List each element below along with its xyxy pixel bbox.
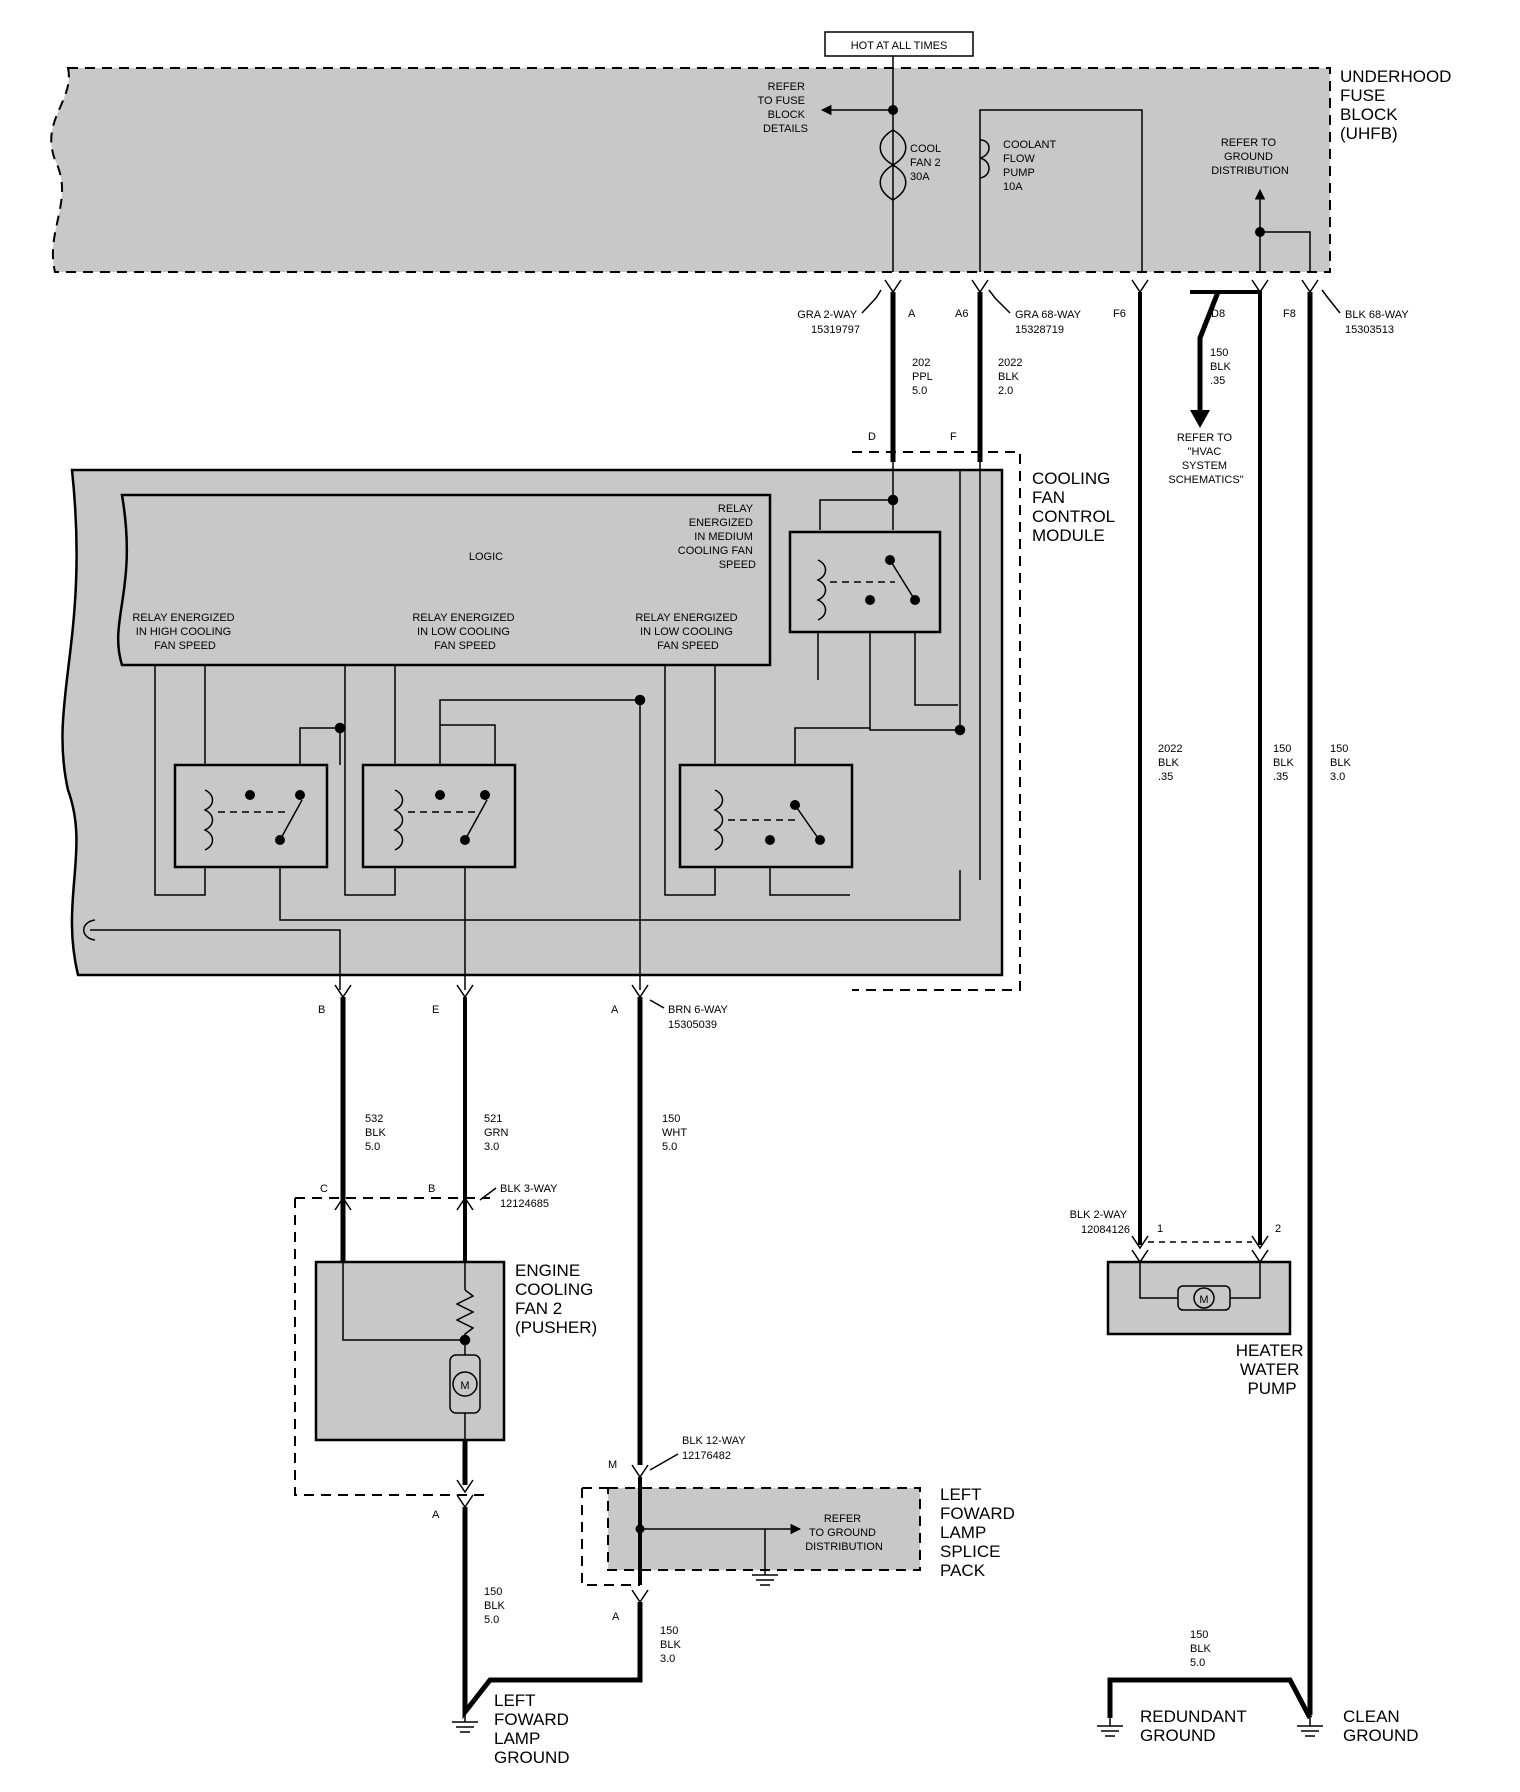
refer-ground-distribution-uhfb: REFER TO GROUND DISTRIBUTION: [1211, 137, 1289, 177]
pin-b-fan: B: [428, 1183, 435, 1195]
module-bottom-connector-chevrons: [334, 984, 649, 999]
pin-2-heater: 2: [1275, 1223, 1281, 1235]
pin-m-splice: M: [608, 1459, 617, 1471]
cfcm-label: COOLING FAN CONTROL MODULE: [1032, 469, 1119, 545]
wire-label-150f: 150 BLK 5.0: [1190, 1629, 1214, 1669]
cool-fan-2-fuse-label: COOL FAN 2 30A: [910, 143, 944, 183]
blk-2-way-connector: BLK 2-WAY 12084126: [1070, 1209, 1130, 1236]
clean-ground-label: CLEAN GROUND: [1343, 1707, 1419, 1745]
redundant-ground-label: REDUNDANT GROUND: [1140, 1707, 1251, 1745]
pin-a-splice: A: [612, 1611, 620, 1623]
pin-d8: D8: [1211, 308, 1225, 320]
left-lamp-ground-icon: [452, 1721, 478, 1733]
logic-label: LOGIC: [469, 551, 503, 563]
refer-ground-distribution-splice: REFER TO GROUND DISTRIBUTION: [805, 1513, 883, 1553]
wire-150-blk-hvac: [1197, 291, 1221, 415]
pin-f: F: [950, 431, 957, 443]
redundant-ground-icon: [1097, 1725, 1123, 1737]
pin-d: D: [868, 431, 876, 443]
wire-label-150-hvac: 150 BLK .35: [1210, 347, 1234, 387]
coolant-flow-pump-fuse-label: COOLANT FLOW PUMP 10A: [1003, 139, 1059, 193]
pin-f8: F8: [1283, 308, 1296, 320]
pin-a-module: A: [611, 1004, 619, 1016]
wire-label-202: 202 PPL 5.0: [912, 357, 935, 397]
wire-label-150b: 150 BLK .35: [1273, 743, 1297, 783]
cfcm-dashed-boundary: [852, 451, 1021, 991]
relay-low-label-1: RELAY ENERGIZED IN LOW COOLING FAN SPEED: [412, 612, 517, 652]
pin-e-module: E: [432, 1004, 439, 1016]
underhood-fuse-block: [50, 67, 1331, 273]
wire-label-2022a: 2022 BLK 2.0: [998, 357, 1026, 397]
wire-label-150-e: 150 BLK 3.0: [660, 1625, 684, 1665]
coolant-flow-pump-fuse-icon: [979, 139, 990, 179]
left-foward-lamp-ground-label: LEFT FOWARD LAMP GROUND: [494, 1691, 574, 1767]
wire-label-150-d: 150 BLK 5.0: [484, 1586, 508, 1626]
pin-c-fan: C: [320, 1183, 328, 1195]
wire-150-blk-heater: [1190, 290, 1262, 1245]
wire-label-532: 532 BLK 5.0: [365, 1113, 389, 1153]
pin-a6: A6: [955, 308, 968, 320]
blk-12-way-connector: BLK 12-WAY 12176482: [682, 1435, 748, 1462]
hot-at-all-times-label: HOT AT ALL TIMES: [851, 40, 948, 52]
engine-cooling-fan-label: ENGINE COOLING FAN 2 (PUSHER): [515, 1261, 598, 1337]
uhfb-label: UNDERHOOD FUSE BLOCK (UHFB): [1340, 67, 1456, 143]
blk-3-way-connector: BLK 3-WAY 12124685: [500, 1183, 560, 1210]
pin-b-module: B: [318, 1004, 325, 1016]
relay-medium-label: RELAY ENERGIZED IN MEDIUM COOLING FAN SP…: [678, 503, 756, 571]
brn-6-way-connector: BRN 6-WAY 15305039: [668, 1004, 731, 1031]
wire-label-521: 521 GRN 3.0: [484, 1113, 512, 1153]
relay-switches: [218, 555, 920, 845]
pin-1-heater: 1: [1157, 1223, 1163, 1235]
hot-at-all-times-box: [824, 31, 974, 57]
gra-68-way-connector: GRA 68-WAY 15328719: [1015, 309, 1084, 336]
refer-hvac-schematics: REFER TO "HVAC SYSTEM SCHEMATICS": [1168, 432, 1243, 486]
clean-ground-icon: [1297, 1725, 1323, 1737]
pin-f6: F6: [1113, 308, 1126, 320]
gra-2-way-connector: GRA 2-WAY 15319797: [797, 309, 860, 336]
wire-label-150c: 150 BLK 3.0: [1330, 743, 1354, 783]
splice-chassis-ground-icon: [752, 1574, 778, 1586]
wire-label-150-wht: 150 WHT 5.0: [662, 1113, 690, 1153]
relay-coils: [203, 559, 827, 851]
wire-label-2022b: 2022 BLK .35: [1158, 743, 1186, 783]
pin-a-top: A: [908, 308, 916, 320]
relay-low-label-2: RELAY ENERGIZED IN LOW COOLING FAN SPEED: [635, 612, 740, 652]
blk-68-way-connector: BLK 68-WAY 15303513: [1345, 309, 1411, 336]
pin-a-fan: A: [432, 1509, 440, 1521]
relay-high-label: RELAY ENERGIZED IN HIGH COOLING FAN SPEE…: [132, 612, 237, 652]
refer-fuse-block-details: REFER TO FUSE BLOCK DETAILS: [757, 81, 808, 135]
wire-150-blk-lamp-ground: [462, 1507, 643, 1720]
fan-motor-letter: M: [460, 1380, 469, 1392]
engine-cooling-fan-2: [314, 1260, 506, 1442]
engine-fan-dashed-boundary: [294, 1198, 490, 1496]
module-internal-wiring: [83, 462, 981, 990]
logic-box: [116, 493, 772, 667]
heater-pump-motor-letter: M: [1199, 1294, 1208, 1306]
splice-pack-label: LEFT FOWARD LAMP SPLICE PACK: [940, 1485, 1020, 1580]
heater-water-pump-label: HEATER WATER PUMP: [1236, 1341, 1308, 1398]
wire-150-blk-redundant-ground: [1107, 1677, 1313, 1720]
